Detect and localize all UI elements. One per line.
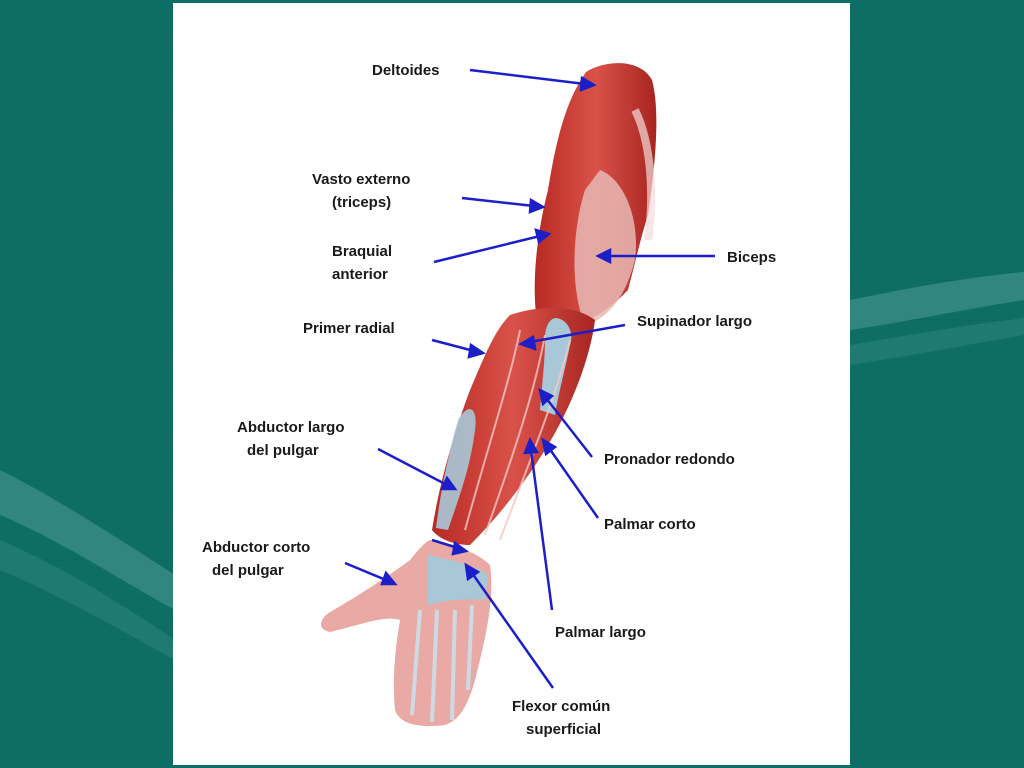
arrow-vasto-externo (461, 196, 535, 208)
label-abductor-corto-pulgar: Abductor corto del pulgar (202, 539, 311, 579)
label-flexor-comun-superficial: Flexor común superficial (512, 698, 611, 738)
biceps-shape (574, 170, 636, 325)
arrow-braquial (433, 234, 541, 264)
wrist-tendons-shape (428, 555, 488, 605)
label-braquial-anterior: Braquial anterior (332, 243, 393, 283)
pointer-arrows (344, 68, 715, 689)
label-primer-radial: Primer radial (303, 320, 395, 337)
arrow-palmar-largo (529, 449, 554, 611)
arrow-supinador (529, 323, 626, 344)
label-deltoides: Deltoides (372, 62, 440, 79)
arrow-palmar-corto (547, 447, 600, 519)
arrow-abductor-largo (377, 447, 448, 487)
label-palmar-corto: Palmar corto (604, 516, 696, 533)
label-biceps: Biceps (727, 249, 777, 266)
label-vasto-externo: Vasto externo (triceps) (312, 171, 411, 211)
right-swoosh (850, 272, 1024, 330)
arrow-deltoides (469, 68, 586, 86)
label-pronador-redondo: Pronador redondo (604, 451, 735, 468)
label-abductor-largo-pulgar: Abductor largo del pulgar (237, 419, 345, 459)
label-supinador-largo: Supinador largo (637, 313, 753, 330)
arrow-pronador (545, 397, 593, 458)
supinator-tendon-shape (540, 318, 572, 415)
left-swoosh (0, 470, 175, 610)
arrow-primer-radial (431, 338, 475, 353)
arrow-abductor-corto (344, 561, 387, 582)
arrow-flexor-comun (470, 572, 555, 689)
label-palmar-largo: Palmar largo (555, 624, 646, 641)
